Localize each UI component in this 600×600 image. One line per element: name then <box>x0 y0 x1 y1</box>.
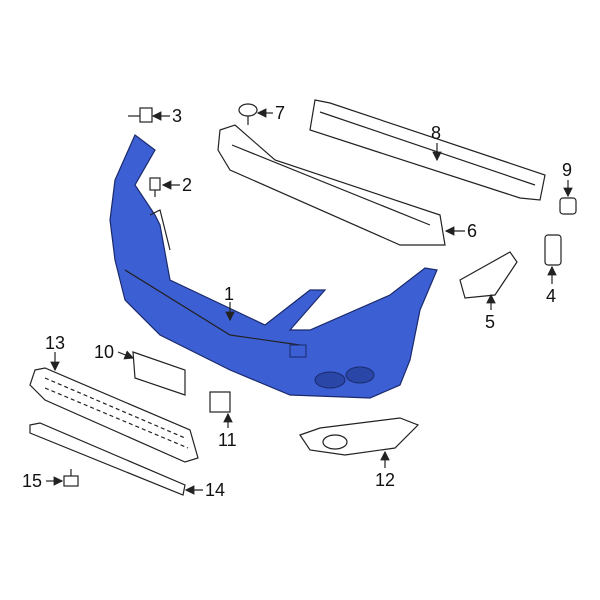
callout-4: 4 <box>546 286 556 306</box>
callout-12: 12 <box>375 470 395 490</box>
callout-2: 2 <box>182 175 192 195</box>
bracket-5[interactable] <box>459 251 518 299</box>
cap-11[interactable] <box>209 391 231 413</box>
bracket-10[interactable] <box>132 351 186 396</box>
nut-9[interactable] <box>559 197 577 215</box>
callout-1: 1 <box>224 284 234 304</box>
callout-6: 6 <box>467 221 477 241</box>
reinforcement-bar[interactable] <box>309 99 546 201</box>
molding-14[interactable] <box>29 422 186 496</box>
retainer-4[interactable] <box>544 234 562 266</box>
callout-15: 15 <box>22 471 42 491</box>
clip-15[interactable] <box>63 469 79 487</box>
callout-13: 13 <box>45 333 65 353</box>
clip-7[interactable] <box>238 103 258 125</box>
callout-10: 10 <box>94 342 114 362</box>
bumper-cover[interactable] <box>109 134 438 399</box>
callout-11: 11 <box>218 430 237 450</box>
bolt-2[interactable] <box>149 177 161 197</box>
callout-14: 14 <box>205 480 225 500</box>
callout-3: 3 <box>172 106 182 126</box>
callout-7: 7 <box>275 103 285 123</box>
fog-bezel-12[interactable] <box>299 417 420 456</box>
grille-13[interactable] <box>29 367 199 463</box>
leader-lines <box>46 108 573 495</box>
callout-9: 9 <box>562 160 572 180</box>
callout-8: 8 <box>431 123 441 143</box>
bolt-3[interactable] <box>128 107 153 123</box>
callout-5: 5 <box>485 312 495 332</box>
